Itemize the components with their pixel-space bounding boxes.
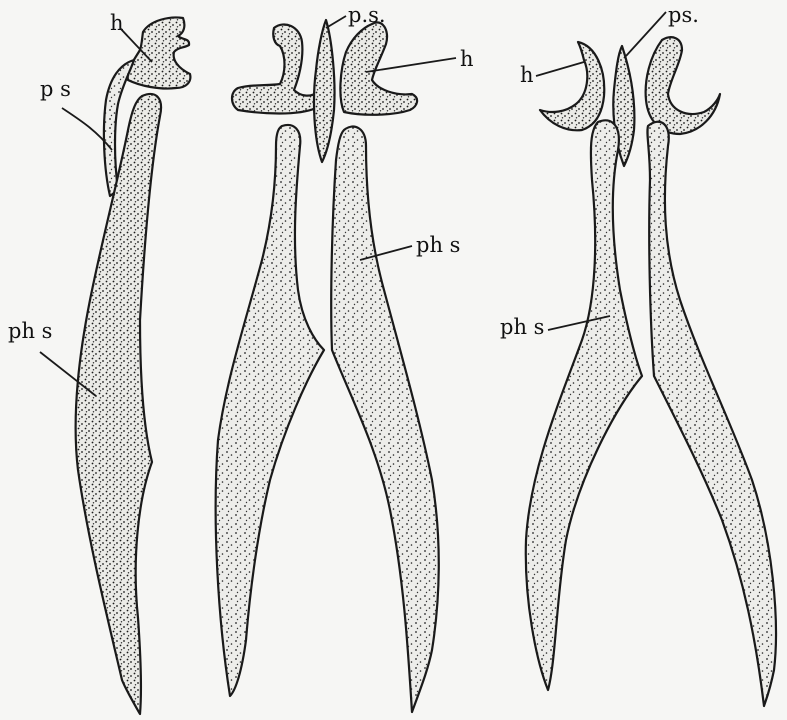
middle-ps-spine: [314, 20, 335, 162]
leader-right-h: [536, 62, 584, 76]
label-left-phs: ph s: [8, 319, 52, 343]
label-left-ps: p s: [40, 77, 71, 101]
left-phs-sclerite: [76, 94, 161, 714]
label-right-ps: ps.: [668, 3, 699, 27]
label-left-h: h: [110, 11, 124, 35]
label-right-phs: ph s: [500, 315, 544, 339]
right-right-hook: [646, 37, 720, 134]
middle-left-hook: [232, 24, 318, 113]
label-mid-phs: ph s: [416, 233, 460, 257]
middle-right-hook: [340, 22, 417, 114]
right-right-sclerite: [647, 122, 776, 706]
left-hook: [128, 18, 191, 89]
middle-left-sclerite: [216, 125, 324, 696]
leader-mid-ps: [326, 16, 346, 28]
right-specimen: [526, 37, 776, 706]
label-mid-ps: p.s.: [348, 3, 386, 27]
label-right-h: h: [520, 63, 534, 87]
right-left-sclerite: [526, 120, 642, 690]
right-left-hook: [540, 42, 604, 130]
middle-specimen: [216, 20, 439, 712]
left-specimen: [76, 18, 191, 714]
label-mid-h: h: [460, 47, 474, 71]
middle-right-sclerite: [331, 127, 439, 712]
